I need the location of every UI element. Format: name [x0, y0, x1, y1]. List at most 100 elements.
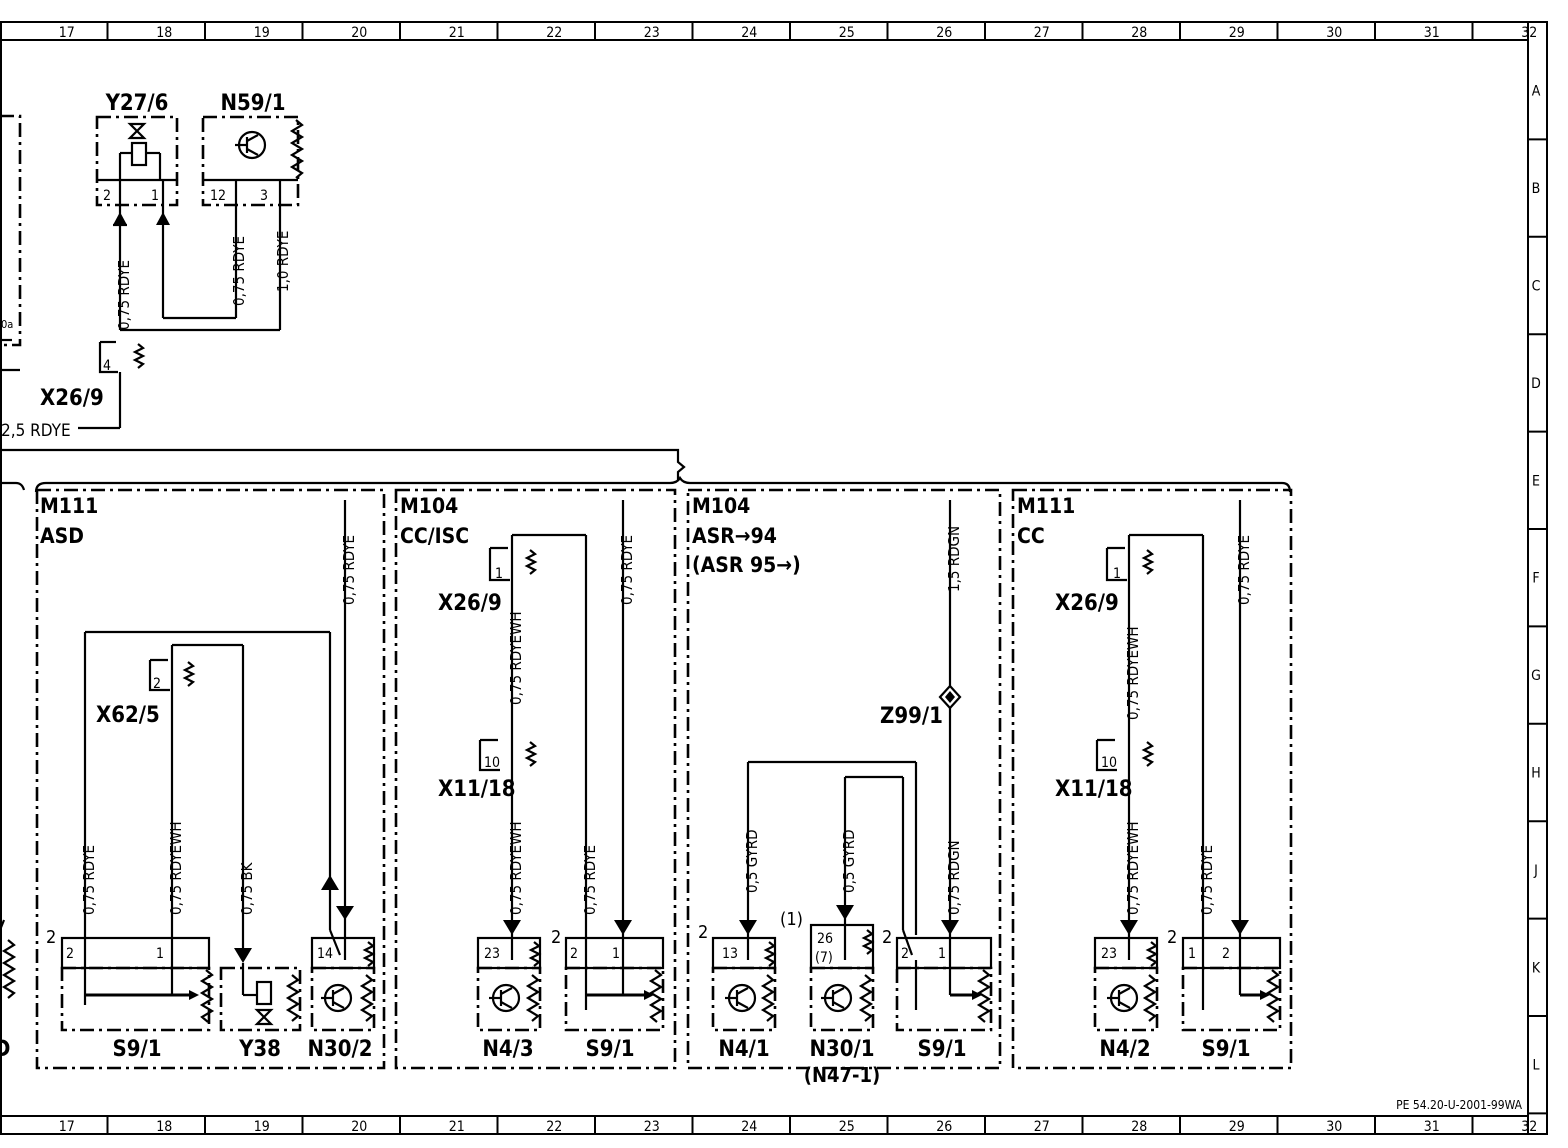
wire-label: 0,75 RDYE [1198, 845, 1216, 915]
pin-label: 2 [153, 676, 161, 692]
component-label: N4/1 [718, 1037, 769, 1062]
group-m104-cc-isc: M104 CC/ISC 1 X26/9 10 X11/18 0,75 RDYEW… [394, 488, 677, 1070]
group-subtitle: ASD [40, 524, 84, 548]
column-number: 24 [741, 1119, 757, 1135]
wire-label: 0,5 GYRD [840, 830, 858, 893]
column-number: 26 [936, 1119, 952, 1135]
column-number: 22 [546, 1119, 562, 1135]
column-number: 24 [741, 25, 757, 41]
group-title: M104 [400, 494, 458, 518]
column-number: 26 [936, 25, 952, 41]
pin-label: 2 [66, 946, 74, 962]
shield-bus [0, 448, 686, 480]
wire-label: 0,75 RDYE [80, 845, 98, 915]
component-label: N4/2 [1099, 1037, 1150, 1062]
wire-label: 0,5 GYRD [743, 830, 761, 893]
cut-pin-label: 0a [1, 318, 13, 331]
row-letter: L [1532, 1058, 1539, 1074]
pin-label: 2 [698, 922, 708, 943]
pin-label: 2 [551, 927, 561, 948]
component-label: Y38 [238, 1037, 281, 1062]
column-number: 31 [1424, 1119, 1440, 1135]
pin-label: 2 [570, 946, 578, 962]
column-number: 25 [839, 1119, 855, 1135]
wire-label: 0,75 RDYE [1235, 535, 1253, 605]
group-title: M104 [692, 494, 750, 518]
column-number: 19 [254, 25, 270, 41]
connector-label: X11/18 [1055, 777, 1133, 802]
row-letter: K [1532, 960, 1541, 976]
group-subtitle: CC [1017, 524, 1045, 548]
column-number: 29 [1229, 25, 1245, 41]
pin-label: 23 [484, 946, 500, 962]
component-label: N4/3 [482, 1037, 533, 1062]
pin-label: 1 [1188, 946, 1196, 962]
component-label: S9/1 [917, 1037, 966, 1062]
n59-1-label: N59/1 [220, 91, 285, 116]
group-subtitle: (ASR 95→) [692, 553, 801, 577]
wire-label: 0,75 RDYE [115, 260, 133, 330]
pin-label: 13 [722, 946, 738, 962]
column-number: 18 [156, 1119, 172, 1135]
column-number: 23 [644, 1119, 660, 1135]
component-label: S9/1 [112, 1037, 161, 1062]
column-number: 32 [1521, 25, 1537, 41]
group-subtitle: ASR→94 [692, 524, 777, 548]
wire-label: 0,75 RDYE [230, 236, 248, 306]
column-number: 27 [1034, 25, 1050, 41]
column-number: 20 [351, 25, 367, 41]
wire-label: 0,75 RDYEWH [167, 821, 185, 915]
pin-label: 2 [103, 188, 111, 204]
column-index: 1717181819192020212122222323242425252626… [59, 22, 1537, 1135]
column-number: 32 [1521, 1119, 1537, 1135]
pin-label: (1) [780, 909, 803, 930]
sheet-frame [0, 21, 1548, 1135]
valve-icon [118, 122, 162, 180]
pin-label: 2 [882, 927, 892, 948]
wire-label: 0,75 RDGN [945, 840, 963, 915]
column-number: 22 [546, 25, 562, 41]
component-label: S9/1 [1201, 1037, 1250, 1062]
column-number: 30 [1326, 1119, 1342, 1135]
column-number: 29 [1229, 1119, 1245, 1135]
wire-label: 0,75 RDYE [618, 535, 636, 605]
column-number: 30 [1326, 25, 1342, 41]
row-letter: C [1532, 279, 1541, 295]
wire-label: 0,75 RDYE [581, 845, 599, 915]
group-title: M111 [1017, 494, 1075, 518]
wire-label: 0,75 RDYEWH [1124, 626, 1142, 720]
component-label: S9/1 [585, 1037, 634, 1062]
row-letter: B [1532, 181, 1541, 197]
row-letter: A [1532, 84, 1541, 100]
wire-label: 0,75 RDYEWH [1124, 821, 1142, 915]
pin-label: 10 [484, 755, 500, 771]
column-number: 23 [644, 25, 660, 41]
connector-label: X26/9 [438, 591, 502, 616]
group-m111-asd: M111 ASD 2 X62/5 0,75 RDYE 0,75 RDYEWH 0… [35, 488, 386, 1070]
y27-6-label: Y27/6 [105, 91, 169, 116]
component-label: N30/1 [809, 1037, 874, 1062]
pin-label: 1 [938, 946, 946, 962]
connector-label: X11/18 [438, 777, 516, 802]
group-m111-cc: M111 CC 1 X26/9 10 X11/18 0,75 RDYEWH 0,… [1011, 488, 1293, 1070]
doc-reference: PE 54.20-U-2001-99WA [1396, 1098, 1522, 1112]
column-number: 20 [351, 1119, 367, 1135]
left-edge-fragment: D [0, 919, 17, 1062]
wire-label: 2,5 RDYE [1, 421, 71, 441]
row-letter: G [1531, 668, 1541, 684]
pin-label: 1 [612, 946, 620, 962]
column-number: 17 [59, 1119, 75, 1135]
column-number: 17 [59, 25, 75, 41]
x26-9-top-label: X26/9 [40, 386, 104, 411]
pin-label: 1 [495, 566, 503, 582]
column-number: 31 [1424, 25, 1440, 41]
pin-label: 2 [1167, 927, 1177, 948]
row-letter: J [1533, 863, 1538, 879]
pin-label: 12 [210, 188, 226, 204]
pin-label: 23 [1101, 946, 1117, 962]
row-letter: D [1531, 376, 1541, 392]
wire-label: 0,75 BK [238, 861, 256, 915]
column-number: 28 [1131, 25, 1147, 41]
pin-label: 2 [1222, 946, 1230, 962]
row-letter: H [1531, 766, 1540, 782]
